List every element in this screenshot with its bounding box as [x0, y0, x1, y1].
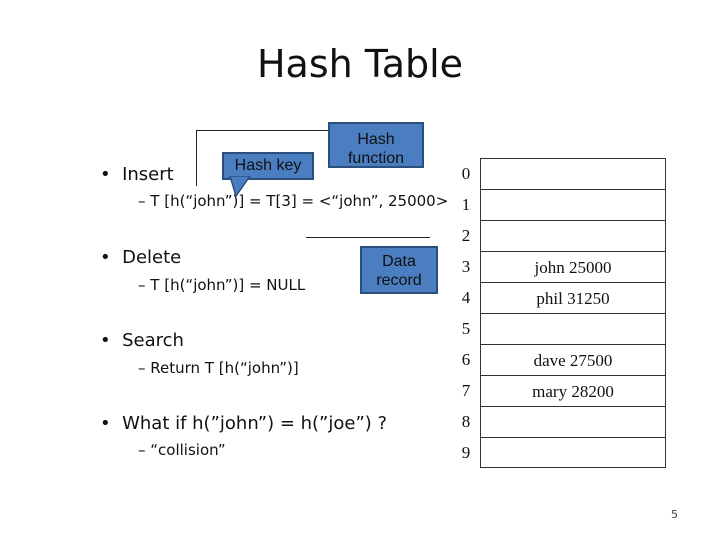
table-index: 9	[461, 443, 471, 462]
table-row: john 25000	[481, 252, 665, 283]
table-row	[481, 407, 665, 438]
table-index: 8	[461, 412, 471, 431]
table-index: 1	[461, 195, 471, 214]
data-record-text: Data record	[376, 253, 422, 289]
bullet-delete-label: Delete	[122, 247, 182, 268]
bullet-search-label: Search	[122, 330, 184, 351]
search-detail-text: Return T [h(“john”)]	[150, 359, 299, 377]
delete-detail: – T [h(“john”)] = NULL	[138, 276, 305, 294]
hash-key-pointer	[229, 176, 251, 198]
dash: –	[138, 441, 146, 459]
table-index: 2	[461, 226, 471, 245]
table-row	[481, 221, 665, 252]
page-number: 5	[671, 508, 678, 521]
hash-table: john 25000 phil 31250 dave 27500 mary 28…	[480, 158, 666, 468]
bullet-dot: •	[100, 164, 111, 185]
table-row	[481, 314, 665, 345]
dash: –	[138, 276, 146, 294]
callout-connector-top	[196, 130, 330, 131]
bullet-whatif: • What if h(”john”) = h(”joe”) ?	[100, 413, 387, 434]
dash: –	[138, 359, 146, 377]
table-row: phil 31250	[481, 283, 665, 314]
table-index: 3	[461, 257, 471, 276]
search-detail: – Return T [h(“john”)]	[138, 359, 299, 377]
table-index: 4	[461, 288, 471, 307]
table-index: 0	[461, 164, 471, 183]
bullet-dot: •	[100, 247, 111, 268]
bullet-search: • Search	[100, 330, 184, 351]
hash-function-text: Hash function	[347, 131, 405, 167]
table-index: 5	[461, 319, 471, 338]
bullet-insert-label: Insert	[122, 164, 174, 185]
hash-function-callout: Hash function	[328, 122, 424, 168]
hash-key-text: Hash key	[234, 157, 302, 174]
callout-connector-record	[306, 237, 430, 238]
bullet-dot: •	[100, 330, 111, 351]
data-record-callout: Data record	[360, 246, 438, 294]
table-row: dave 27500	[481, 345, 665, 376]
callout-connector-left	[196, 130, 197, 186]
table-row	[481, 190, 665, 221]
delete-detail-text: T [h(“john”)] = NULL	[150, 276, 306, 294]
bullet-dot: •	[100, 413, 111, 434]
whatif-detail-text: “collision”	[150, 441, 226, 459]
bullet-insert: • Insert	[100, 164, 174, 185]
insert-detail-text: T [h(“john”)] = T[3] = <“john”, 25000>	[150, 192, 449, 210]
table-row	[481, 159, 665, 190]
slide-title: Hash Table	[256, 42, 464, 86]
bullet-delete: • Delete	[100, 247, 181, 268]
table-index: 6	[461, 350, 471, 369]
whatif-detail: – “collision”	[138, 441, 226, 459]
insert-detail: – T [h(“john”)] = T[3] = <“john”, 25000>	[138, 192, 448, 210]
dash: –	[138, 192, 146, 210]
table-index: 7	[461, 381, 471, 400]
bullet-whatif-label: What if h(”john”) = h(”joe”) ?	[122, 413, 388, 434]
table-row	[481, 438, 665, 469]
table-row: mary 28200	[481, 376, 665, 407]
